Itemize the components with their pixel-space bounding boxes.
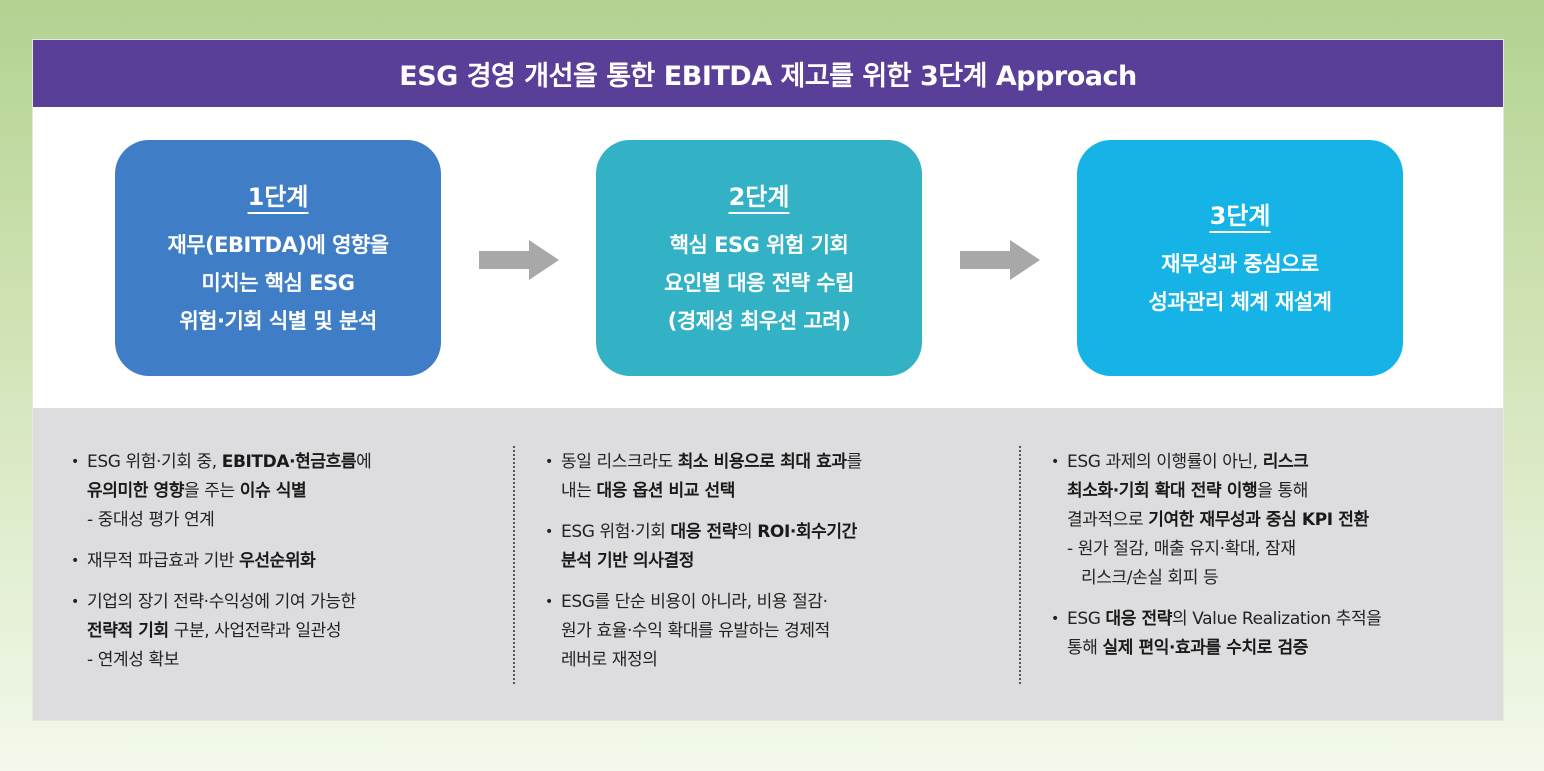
details-column-2: • 동일 리스크라도 최소 비용으로 최대 효과를 내는 대응 옵션 비교 선택… xyxy=(545,448,965,687)
highlight-text: 우선순위화 xyxy=(239,551,316,571)
text: 기업의 장기 전략·수익성에 기여 가능한 xyxy=(87,592,356,612)
text: 결과적으로 xyxy=(1067,510,1149,530)
highlight-text: 분석 기반 의사결정 xyxy=(561,551,694,571)
text: 의 xyxy=(736,522,758,542)
text: 를 xyxy=(846,452,863,472)
text: ESG 위험·기회 중, xyxy=(87,452,222,472)
step-1-label: 1단계 xyxy=(247,182,309,211)
highlight-text: 전략적 기회 xyxy=(87,621,169,641)
highlight-text: 최소화·기회 확대 전략 이행 xyxy=(1067,481,1258,501)
details-panel: • ESG 위험·기회 중, EBITDA·현금흐름에 유의미한 영향을 주는 … xyxy=(33,408,1503,720)
step-1-description: 재무(EBITDA)에 영향을 미치는 핵심 ESG 위험·기회 식별 및 분석 xyxy=(167,232,389,333)
highlight-text: 대응 전략 xyxy=(1105,609,1173,629)
bullet-icon: • xyxy=(545,454,553,470)
highlight-text: 대응 옵션 비교 선택 xyxy=(596,481,735,501)
text: 에 xyxy=(356,452,372,472)
text: 구분, 사업전략과 일관성 xyxy=(168,621,342,641)
highlight-text: EBITDA·현금흐름 xyxy=(221,452,357,472)
highlight-text: 실제 편익·효과를 수치로 검증 xyxy=(1102,638,1308,658)
step-3-label: 3단계 xyxy=(1209,201,1271,230)
step-3-box: 3단계 재무성과 중심으로 성과관리 체계 재설계 xyxy=(1077,140,1403,376)
text: 의 Value Realization 추적을 xyxy=(1172,609,1382,629)
bullet-icon: • xyxy=(545,524,553,540)
sub-item: 리스크/손실 회피 등 xyxy=(1081,568,1219,588)
list-item: • 기업의 장기 전략·수익성에 기여 가능한 전략적 기회 구분, 사업전략과… xyxy=(71,588,491,675)
highlight-text: 이슈 식별 xyxy=(239,481,307,501)
step-2-box: 2단계 핵심 ESG 위험 기회 요인별 대응 전략 수립 (경제성 최우선 고… xyxy=(596,140,922,376)
list-item: • 재무적 파급효과 기반 우선순위화 xyxy=(71,547,491,576)
highlight-text: 리스크 xyxy=(1262,452,1309,472)
text: 통해 xyxy=(1067,638,1103,658)
details-column-3: • ESG 과제의 이행률이 아닌, 리스크 최소화·기회 확대 전략 이행을 … xyxy=(1051,448,1471,675)
column-divider xyxy=(1019,446,1021,684)
list-item: • ESG 위험·기회 대응 전략의 ROI·회수기간 분석 기반 의사결정 xyxy=(545,518,965,576)
highlight-text: 최소 비용으로 최대 효과 xyxy=(677,452,847,472)
bullet-icon: • xyxy=(71,594,79,610)
arrow-right-icon xyxy=(960,240,1040,280)
details-column-1: • ESG 위험·기회 중, EBITDA·현금흐름에 유의미한 영향을 주는 … xyxy=(71,448,491,687)
diagram-frame: ESG 경영 개선을 통한 EBITDA 제고를 위한 3단계 Approach… xyxy=(33,40,1503,720)
column-divider xyxy=(513,446,515,684)
bullet-icon: • xyxy=(1051,454,1059,470)
highlight-text: ROI·회수기간 xyxy=(757,522,857,542)
list-item: • ESG 과제의 이행률이 아닌, 리스크 최소화·기회 확대 전략 이행을 … xyxy=(1051,448,1471,593)
text: 재무적 파급효과 기반 xyxy=(87,551,240,571)
bullet-icon: • xyxy=(71,454,79,470)
bullet-icon: • xyxy=(545,594,553,610)
text: 을 주는 xyxy=(183,481,240,501)
text: 동일 리스크라도 xyxy=(561,452,678,472)
text: 원가 효율·수익 확대를 유발하는 경제적 xyxy=(561,621,830,641)
step-1-box: 1단계 재무(EBITDA)에 영향을 미치는 핵심 ESG 위험·기회 식별 … xyxy=(115,140,441,376)
highlight-text: 유의미한 영향 xyxy=(87,481,184,501)
step-2-label: 2단계 xyxy=(728,182,790,211)
text: 레버로 재정의 xyxy=(561,650,658,670)
list-item: • ESG 대응 전략의 Value Realization 추적을 통해 실제… xyxy=(1051,605,1471,663)
sub-item: - 원가 절감, 매출 유지·확대, 잠재 xyxy=(1067,539,1296,559)
highlight-text: 대응 전략 xyxy=(670,522,737,542)
sub-item: - 중대성 평가 연계 xyxy=(87,510,215,530)
text: ESG 위험·기회 xyxy=(561,522,671,542)
text: 내는 xyxy=(561,481,597,501)
highlight-text: 기여한 재무성과 중심 KPI 전환 xyxy=(1148,510,1369,530)
step-2-description: 핵심 ESG 위험 기회 요인별 대응 전략 수립 (경제성 최우선 고려) xyxy=(664,232,854,333)
list-item: • ESG 위험·기회 중, EBITDA·현금흐름에 유의미한 영향을 주는 … xyxy=(71,448,491,535)
list-item: • 동일 리스크라도 최소 비용으로 최대 효과를 내는 대응 옵션 비교 선택 xyxy=(545,448,965,506)
diagram-title: ESG 경영 개선을 통한 EBITDA 제고를 위한 3단계 Approach xyxy=(33,40,1503,107)
text: ESG 과제의 이행률이 아닌, xyxy=(1067,452,1263,472)
arrow-right-icon xyxy=(479,240,559,280)
step-3-description: 재무성과 중심으로 성과관리 체계 재설계 xyxy=(1148,251,1332,314)
text: 을 통해 xyxy=(1257,481,1308,501)
bullet-icon: • xyxy=(1051,611,1059,627)
text: ESG를 단순 비용이 아니라, 비용 절감· xyxy=(561,592,828,612)
text: ESG xyxy=(1067,609,1106,629)
sub-item: - 연계성 확보 xyxy=(87,650,179,670)
list-item: • ESG를 단순 비용이 아니라, 비용 절감· 원가 효율·수익 확대를 유… xyxy=(545,588,965,675)
bullet-icon: • xyxy=(71,553,79,569)
